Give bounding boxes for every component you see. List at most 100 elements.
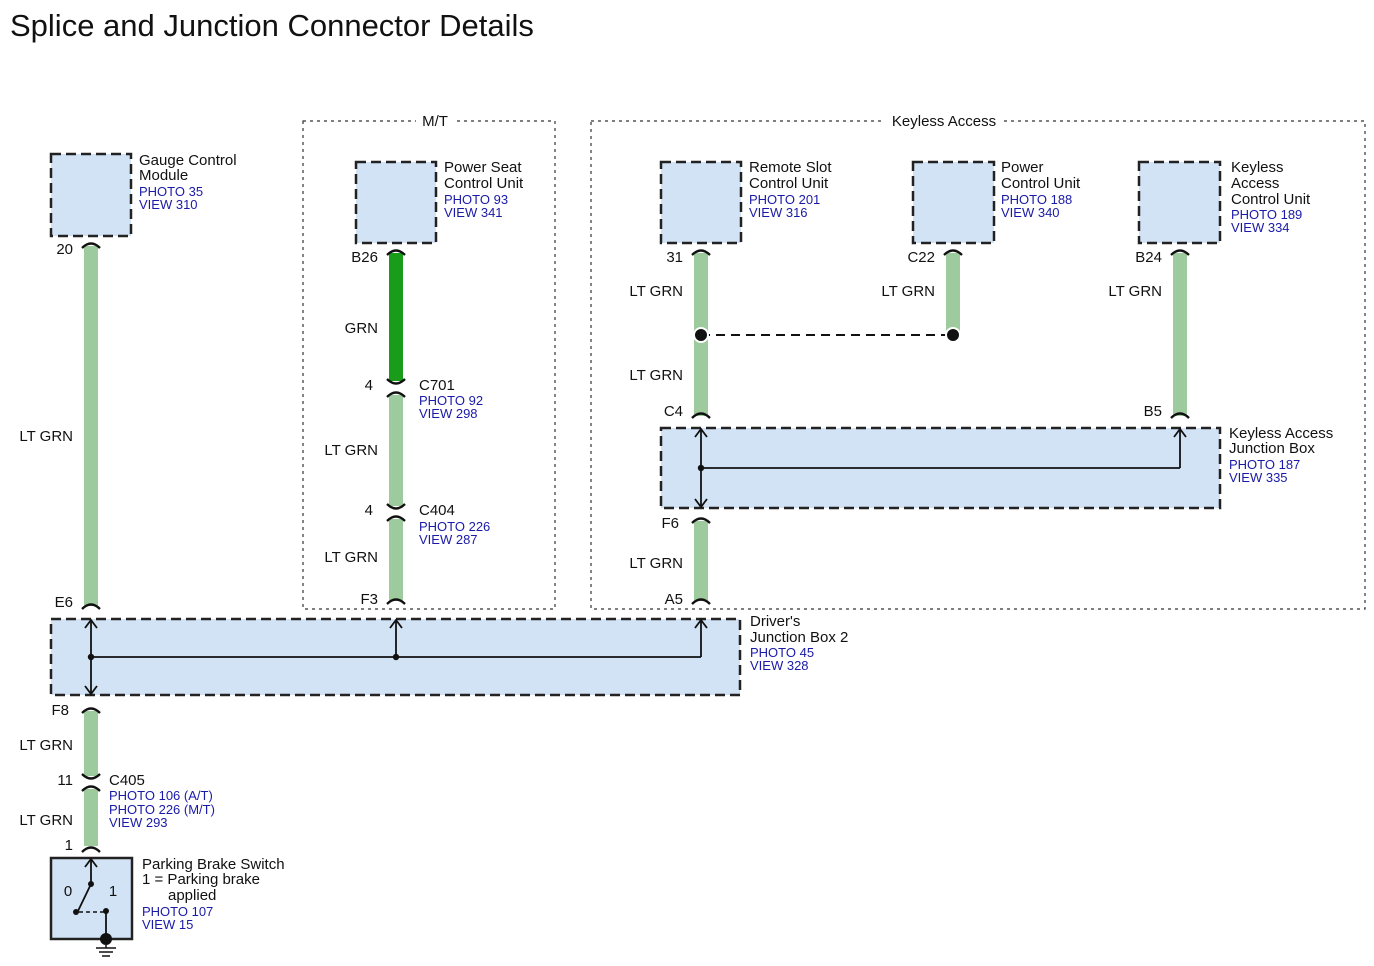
pin-kajb-c4: C4 [664,403,683,420]
wire-label-power-top: LT GRN [881,283,935,300]
gauge-name-line2: Module [139,167,188,184]
c404-name: C404 [419,502,455,519]
pin-djb-a5: A5 [665,591,683,608]
remote-slot-control-unit-label: Remote Slot Control Unit PHOTO 201 VIEW … [749,159,832,220]
wire-kajb-to-djb [694,521,708,601]
wire-label-seat-c701: GRN [345,320,378,337]
wire-kacu-to-kajb [1173,253,1187,416]
power-view-link[interactable]: VIEW 340 [1001,205,1060,220]
pin-djb-f3: F3 [360,591,378,608]
gauge-photo-link[interactable]: PHOTO 35 [139,184,203,199]
seat-view-link[interactable]: VIEW 341 [444,205,503,220]
pin-power-c22: C22 [907,249,935,266]
kacu-photo-link[interactable]: PHOTO 189 [1231,207,1302,222]
pin-gauge-20: 20 [56,241,73,258]
wire-djb-to-c405 [84,711,98,776]
gauge-view-link[interactable]: VIEW 310 [139,197,198,212]
kajb-internal-circuit [694,427,1187,509]
c405-name: C405 [109,772,145,789]
wire-c404-to-djb [389,519,403,601]
c405-photo-mt-link[interactable]: PHOTO 226 (M/T) [109,802,215,817]
seat-name-line2: Control Unit [444,175,524,192]
wire-label-kajb-djb: LT GRN [629,555,683,572]
wire-label-remote-top: LT GRN [629,283,683,300]
c404-label: C404 PHOTO 226 VIEW 287 [419,502,490,547]
gauge-name-line1: Gauge Control [139,152,237,169]
wire-label-remote-kajb: LT GRN [629,367,683,384]
splice-point-right [945,327,961,343]
remote-name-line2: Control Unit [749,175,829,192]
pin-djb-e6: E6 [55,594,73,611]
remote-slot-control-unit-box [659,160,743,245]
kajb-photo-link[interactable]: PHOTO 187 [1229,457,1300,472]
kajb-view-link[interactable]: VIEW 335 [1229,470,1288,485]
pbs-name-line1: Parking Brake Switch [142,856,285,873]
c701-photo-link[interactable]: PHOTO 92 [419,393,483,408]
wire-label-c701-c404: LT GRN [324,442,378,459]
wire-gauge-to-djb [84,246,98,606]
parking-brake-switch-label: Parking Brake Switch 1 = Parking brake a… [142,856,285,932]
c404-view-link[interactable]: VIEW 287 [419,532,478,547]
c405-photo-at-link[interactable]: PHOTO 106 (A/T) [109,788,213,803]
wire-label-kacu-top: LT GRN [1108,283,1162,300]
ground-icon [96,933,116,957]
pbs-name-line2: 1 = Parking brake [142,871,260,888]
pbs-name-line3: applied [168,887,216,904]
power-control-unit-box [911,160,996,245]
splice-point-left [693,327,709,343]
page-title: Splice and Junction Connector Details [10,8,534,43]
gauge-control-module-label: Gauge Control Module PHOTO 35 VIEW 310 [139,152,237,212]
mt-group: M/T [302,113,556,610]
c701-label: C701 PHOTO 92 VIEW 298 [419,377,483,421]
c405-label: C405 PHOTO 106 (A/T) PHOTO 226 (M/T) VIE… [109,772,215,830]
wire-c405-to-pbs [84,789,98,846]
drivers-junction-box-2-label: Driver's Junction Box 2 PHOTO 45 VIEW 32… [750,613,848,673]
power-control-unit-label: Power Control Unit PHOTO 188 VIEW 340 [1001,159,1081,220]
c701-name: C701 [419,377,455,394]
pbs-photo-link[interactable]: PHOTO 107 [142,904,213,919]
remote-view-link[interactable]: VIEW 316 [749,205,808,220]
wires [84,246,1187,846]
switch-position-1: 1 [109,883,117,900]
remote-photo-link[interactable]: PHOTO 201 [749,192,820,207]
djb-name-line1: Driver's [750,613,800,630]
power-photo-link[interactable]: PHOTO 188 [1001,192,1072,207]
pin-seat-b26: B26 [351,249,378,266]
wire-label-c405-pbs: LT GRN [19,812,73,829]
kacu-name-line3: Control Unit [1231,191,1311,208]
wire-c701-to-c404 [389,395,403,506]
keyless-access-junction-box-label: Keyless Access Junction Box PHOTO 187 VI… [1229,425,1333,485]
kacu-view-link[interactable]: VIEW 334 [1231,220,1290,235]
wire-seat-to-c701 [389,253,403,381]
parking-brake-switch-internals: 0 1 [64,857,117,939]
c701-view-link[interactable]: VIEW 298 [419,406,478,421]
keyless-access-control-unit-label: Keyless Access Control Unit PHOTO 189 VI… [1231,159,1311,235]
pbs-view-link[interactable]: VIEW 15 [142,917,193,932]
pin-c404-4: 4 [365,502,373,519]
wire-label-gauge-djb: LT GRN [19,428,73,445]
wire-color-labels: LT GRN GRN LT GRN LT GRN LT GRN LT GRN L… [19,283,1162,829]
c405-view-link[interactable]: VIEW 293 [109,815,168,830]
wire-label-c404-djb: LT GRN [324,549,378,566]
seat-photo-link[interactable]: PHOTO 93 [444,192,508,207]
pin-c701-4: 4 [365,377,373,394]
power-name-line2: Control Unit [1001,175,1081,192]
c404-photo-link[interactable]: PHOTO 226 [419,519,490,534]
pin-c405-11: 11 [57,772,73,789]
djb-view-link[interactable]: VIEW 328 [750,658,809,673]
wire-power-to-splice [946,253,960,335]
pin-remote-31: 31 [666,249,683,266]
switch-position-0: 0 [64,883,72,900]
pin-kajb-f6: F6 [661,515,679,532]
keyless-access-control-unit-box [1137,160,1222,245]
kacu-name-line1: Keyless [1231,159,1284,176]
power-seat-control-unit-box [354,160,438,245]
djb-name-line2: Junction Box 2 [750,629,848,646]
pin-djb-f8: F8 [51,702,69,719]
pin-kajb-b5: B5 [1144,403,1162,420]
power-name-line1: Power [1001,159,1044,176]
pin-pbs-1: 1 [65,837,73,854]
power-seat-control-unit-label: Power Seat Control Unit PHOTO 93 VIEW 34… [444,159,524,220]
djb-photo-link[interactable]: PHOTO 45 [750,645,814,660]
